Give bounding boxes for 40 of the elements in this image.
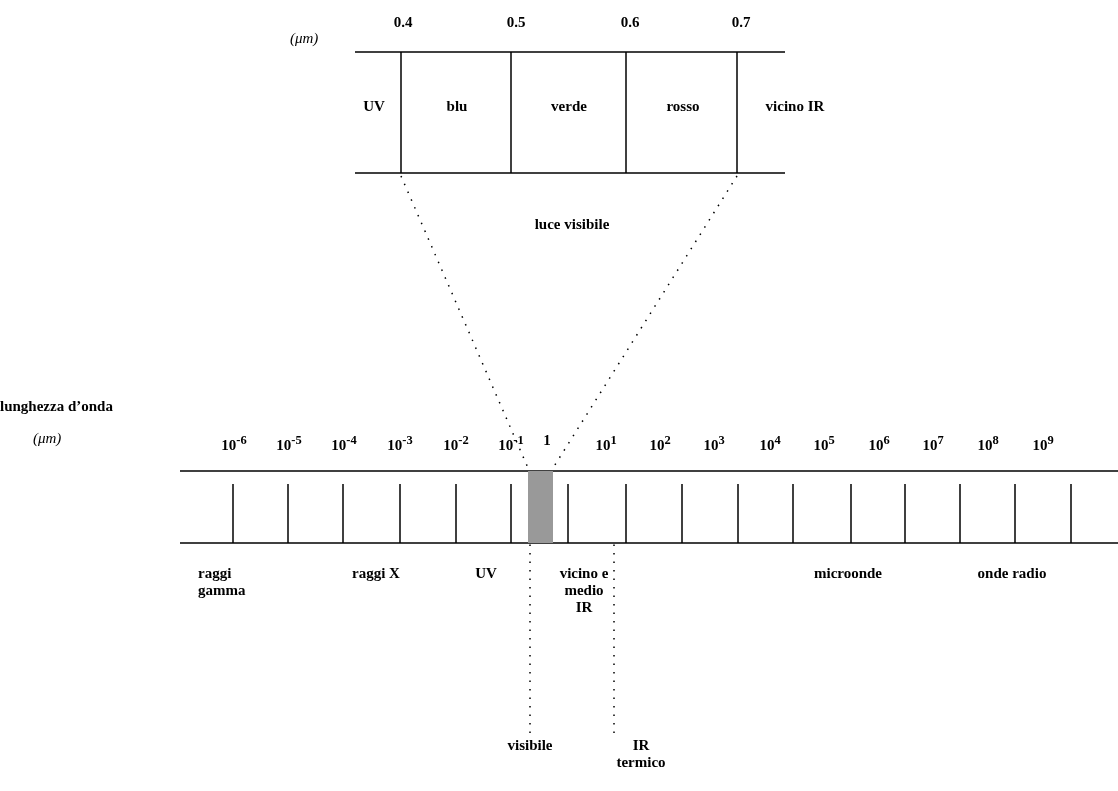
- axis-title: lunghezza d’onda: [0, 398, 113, 415]
- scale-value: 0.5: [506, 14, 526, 31]
- band-label: UV: [475, 565, 497, 582]
- tick-label: 10$^{3}$: [703, 432, 725, 454]
- band-label: verde: [551, 98, 587, 115]
- band-label: vicino e medio IR: [558, 565, 610, 616]
- tick-label: 10$^{-1}$: [498, 432, 524, 454]
- tick-label: 10$^{8}$: [977, 432, 999, 454]
- visible-band: [528, 471, 553, 543]
- band-label: microonde: [813, 565, 883, 582]
- tick-label: 10$^{-6}$: [221, 432, 247, 454]
- tick-label: 10$^{5}$: [813, 432, 835, 454]
- scale-value: 0.7: [731, 14, 751, 31]
- tick-label: 10$^{-2}$: [443, 432, 469, 454]
- tick-label: 10$^{2}$: [649, 432, 671, 454]
- tick-label: 1: [543, 432, 551, 449]
- band-label: raggi gamma: [198, 565, 247, 599]
- band-label: IR termico: [610, 737, 672, 771]
- band-label: raggi X: [352, 565, 400, 582]
- panel-caption: luce visibile: [534, 216, 610, 233]
- tick-label: 10$^{-3}$: [387, 432, 413, 454]
- unit-label: (μm): [33, 430, 62, 447]
- tick-label: 10$^{1}$: [595, 432, 617, 454]
- tick-label: 10$^{6}$: [868, 432, 890, 454]
- unit-label: (μm): [290, 30, 319, 47]
- band-label: visibile: [499, 737, 561, 754]
- tick-label: 10$^{-4}$: [331, 432, 357, 454]
- band-label: onde radio: [977, 565, 1047, 582]
- band-label: UV: [363, 98, 385, 115]
- tick-label: 10$^{-5}$: [276, 432, 302, 454]
- leader-line: [529, 542, 531, 734]
- scale-value: 0.4: [393, 14, 413, 31]
- scale-value: 0.6: [620, 14, 640, 31]
- tick-label: 10$^{4}$: [759, 432, 781, 454]
- band-label: rosso: [666, 98, 700, 115]
- band-label: blu: [446, 98, 468, 115]
- tick-label: 10$^{7}$: [922, 432, 944, 454]
- band-label: vicino IR: [765, 98, 825, 115]
- tick-label: 10$^{9}$: [1032, 432, 1054, 454]
- spectrum-scale-drawing: [179, 470, 1118, 544]
